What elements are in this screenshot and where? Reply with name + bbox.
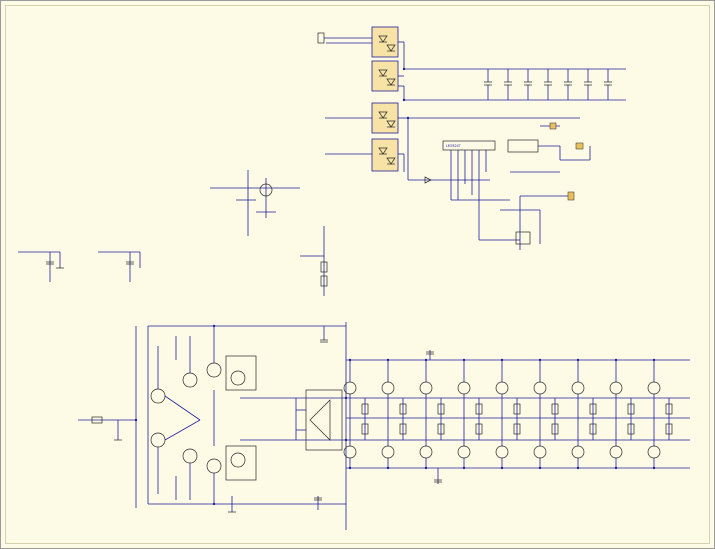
npn-transistor [647,381,661,395]
npn-transistor [495,381,509,395]
pnp-transistor [495,445,509,459]
npn-transistor [533,381,547,395]
speaker-relay [515,231,531,245]
npn-transistor [419,381,433,395]
pnp-transistor [647,445,661,459]
output-transistor-pair [647,358,673,470]
npn-transistor [571,381,585,395]
power-input-connector [317,32,372,44]
filter-capacitor [504,69,512,100]
led-indicator [549,122,557,130]
bridge-rectifier-d2 [371,60,399,92]
aux-circuit-bias [300,226,328,296]
filter-capacitor-bank [484,69,612,100]
speaker-connector [567,191,575,201]
pnp-transistor [381,445,395,459]
filter-capacitor [584,69,592,100]
voltage-amplifier-stage [206,326,346,513]
regulator-ic: LM7824T [442,140,496,151]
input-diff-pair [150,336,201,500]
output-transistor-pair [381,358,407,470]
junction-dots [134,67,410,506]
pnp-transistor [419,445,433,459]
bridge-rectifier-d3 [371,102,399,134]
protection-transistor [259,183,273,197]
bridge-rectifier-d4 [371,138,399,172]
amplifier-section [78,322,690,530]
pnp-transistor [533,445,547,459]
aux-circuit-protection [210,170,300,236]
output-connector [575,142,584,150]
sheet-border [5,5,710,544]
output-transistor-pair [571,358,597,470]
output-transistor-array [343,358,673,470]
npn-transistor [381,381,395,395]
filter-capacitor [484,69,492,100]
bridge-rectifier-d1 [371,26,399,58]
output-transistor-pair [495,358,521,470]
filter-capacitor [524,69,532,100]
aux-circuit-left [18,251,64,282]
npn-transistor [457,381,471,395]
regulator-part-label: LM7824T [446,144,461,148]
output-transistor-pair [533,358,559,470]
power-supply-section: LM7824T [317,26,626,250]
relay-driver [507,139,539,153]
filter-capacitor [544,69,552,100]
pnp-transistor [571,445,585,459]
output-transistor-pair [419,358,445,470]
aux-circuit-mid [98,251,141,282]
output-transistor-pair [609,358,635,470]
filter-capacitor [564,69,572,100]
npn-transistor [609,381,623,395]
output-transistor-pair [343,358,369,470]
filter-capacitor [604,69,612,100]
output-transistor-pair [457,358,483,470]
driver-bias-block [295,389,343,451]
pnp-transistor [457,445,471,459]
pnp-transistor [609,445,623,459]
